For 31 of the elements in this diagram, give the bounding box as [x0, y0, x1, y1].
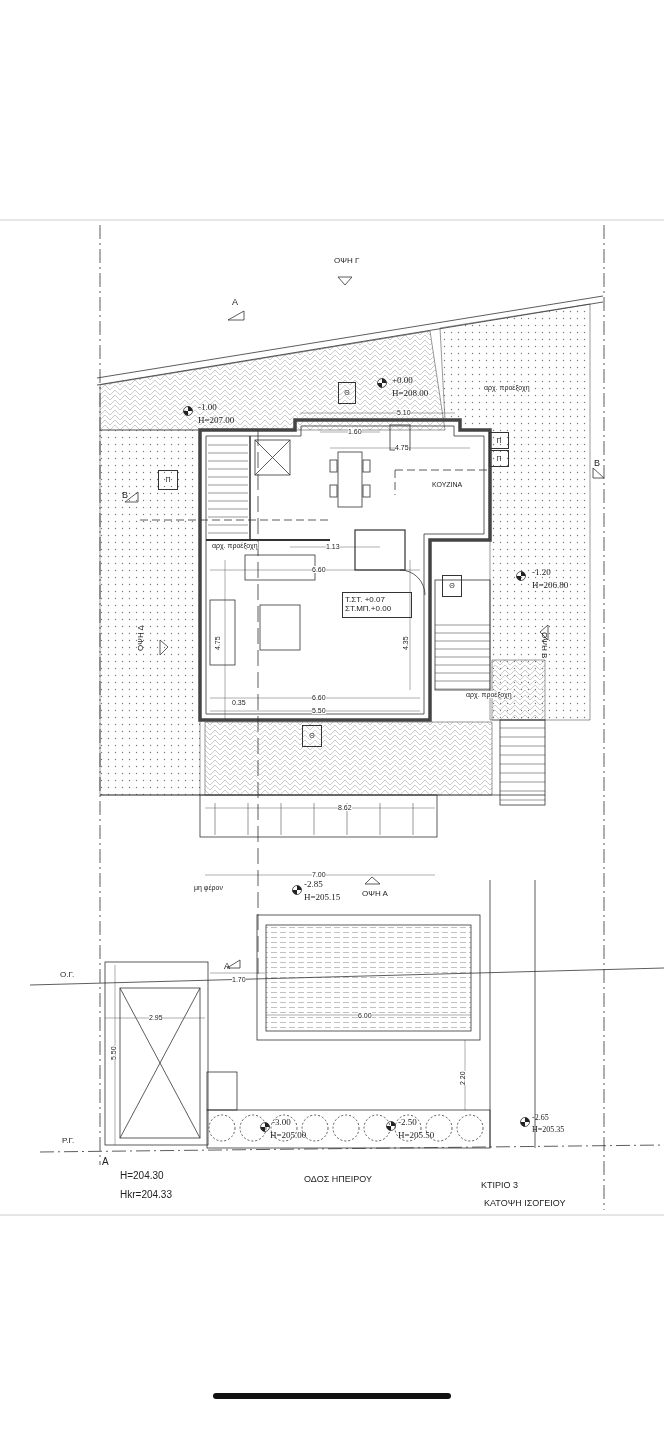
- elevation-value: -2.50: [398, 1118, 417, 1127]
- section-letter: B: [122, 491, 128, 500]
- section-letter: B: [594, 459, 600, 468]
- elevation-value: H=207.00: [198, 416, 235, 425]
- elevation-value: H=205.35: [532, 1126, 565, 1134]
- elevation-value: H=205.15: [304, 893, 341, 902]
- elevation-value: H=205.00: [270, 1131, 307, 1140]
- title-text: ΚΤΙΡΙΟ 3: [481, 1181, 518, 1190]
- elevation-value: -3.00: [272, 1118, 291, 1127]
- view-label: ΟΨΗ Δ: [137, 625, 145, 651]
- elevation-value: Hkr=204.33: [120, 1190, 172, 1200]
- elevation-value: -1.00: [198, 403, 217, 412]
- elevation-value: -2.65: [532, 1114, 549, 1122]
- elevation-value: H=204.30: [120, 1171, 164, 1181]
- view-label: ΟΨΗ Β: [540, 632, 548, 659]
- street-line-label: Ο.Γ.: [60, 971, 75, 979]
- section-letter: A: [232, 298, 238, 307]
- elevation-value: -1.20: [532, 568, 551, 577]
- street-name: ΟΔΟΣ ΗΠΕΙΡΟΥ: [304, 1175, 372, 1184]
- elevation-value: +0.00: [392, 376, 413, 385]
- elevation-value: H=206.80: [532, 581, 569, 590]
- section-letter: A: [224, 962, 230, 971]
- level-tag: Τ.ΣΤ. +0.07 ΣΤ.ΜΠ.+0.00: [342, 592, 412, 618]
- elevation-value: -2.85: [304, 880, 323, 889]
- title-text: ΚΑΤΟΨΗ ΙΣΟΓΕΙΟΥ: [484, 1199, 566, 1208]
- elevation-value: H=205.50: [398, 1131, 435, 1140]
- section-letter: A: [102, 1157, 109, 1167]
- view-label: ΟΨΗ Α: [362, 890, 388, 898]
- view-label: ΟΨΗ Γ: [334, 257, 360, 265]
- street-line-label: Ρ.Γ.: [62, 1137, 75, 1145]
- elevation-value: H=208.00: [392, 389, 429, 398]
